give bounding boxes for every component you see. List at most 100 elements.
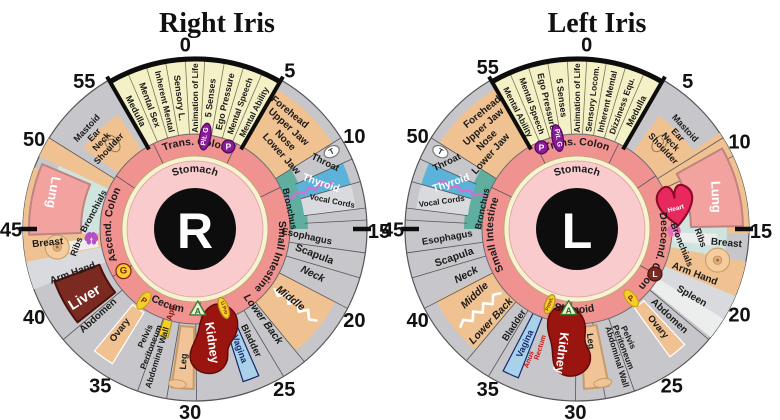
svg-text:Pit. G: Pit. G	[553, 128, 563, 148]
zone-divider	[419, 158, 477, 185]
ring-divider	[491, 186, 512, 198]
zone-divider	[406, 207, 468, 216]
pineal-badge: P	[534, 140, 549, 155]
pupil-letter: R	[177, 203, 213, 259]
zone-divider	[466, 301, 517, 362]
thyroid-badge: T	[432, 144, 449, 159]
label-5-senses: 5 Senses	[203, 78, 218, 118]
label-heart: Heart	[667, 203, 686, 214]
zone-divider	[304, 219, 367, 224]
zone-divider	[406, 241, 483, 254]
pituitary-badge: Pit. G	[551, 124, 565, 152]
mental-divider	[509, 72, 540, 142]
svg-text:P: P	[226, 141, 232, 151]
clock-number-10: 10	[728, 132, 750, 154]
ear-icon	[651, 134, 668, 153]
label-leg: Leg	[178, 353, 189, 370]
svg-text:P: P	[139, 295, 149, 306]
gallbladder-badge: G	[115, 263, 132, 280]
mental-divider	[211, 61, 225, 136]
pupil	[536, 188, 618, 270]
clock-number-45: 45	[0, 220, 22, 242]
svg-text:L: L	[652, 269, 657, 279]
foot-shape	[593, 377, 613, 388]
thyroid-badge: T	[323, 144, 340, 159]
svg-text:Pit. G: Pit. G	[200, 126, 210, 146]
clock-number-15: 15	[750, 221, 772, 243]
clock-number-55: 55	[73, 71, 95, 93]
zone-divider	[649, 289, 710, 340]
breast-icon	[705, 247, 731, 273]
zone-divider	[279, 272, 348, 309]
butterfly-bronchial-icon	[84, 231, 99, 245]
liver-shape	[53, 263, 117, 324]
kidney-shape	[546, 305, 592, 377]
clock-number-30: 30	[179, 402, 201, 420]
zone-sector	[26, 247, 107, 290]
clock-number-0: 0	[180, 34, 191, 56]
zone-divider	[243, 310, 284, 377]
breast-icon	[44, 234, 70, 260]
foot-shape	[167, 379, 187, 389]
zone-divider	[657, 137, 724, 179]
ring-divider	[608, 143, 620, 164]
prostate-badge: Prost.	[543, 294, 556, 315]
label-kidney: Kidney	[202, 321, 222, 364]
svg-text:Prost.: Prost.	[544, 296, 555, 312]
zone-sector	[658, 266, 736, 319]
ring-divider	[152, 143, 164, 164]
pupil	[154, 188, 236, 270]
clock-number-10: 10	[343, 126, 365, 148]
label-leg: Leg	[585, 333, 597, 350]
leg-shape	[170, 324, 196, 390]
ring-divider	[637, 175, 656, 189]
ear-icon	[104, 134, 121, 153]
mental-zone-boundary	[621, 75, 667, 151]
zone-divider	[275, 137, 342, 179]
adrenal-badge: A	[189, 300, 207, 316]
clock-number-15: 15	[368, 221, 390, 243]
pancreas-badge: P	[136, 291, 152, 310]
label-lung: Lung	[43, 176, 63, 210]
ring-label-stomach: Stomach	[170, 163, 219, 179]
label-kidney: Kidney	[552, 332, 571, 375]
zone-sector	[674, 232, 717, 247]
ring-divider	[260, 186, 281, 198]
clock-number-5: 5	[682, 71, 693, 93]
clock-number-0: 0	[581, 34, 592, 56]
mental-divider	[232, 72, 263, 142]
zone-sector	[39, 137, 115, 189]
clock-number-55: 55	[477, 57, 499, 79]
mental-divider	[127, 72, 158, 142]
zone-divider	[62, 289, 123, 340]
mental-zone-boundary	[239, 75, 285, 151]
zone-divider	[300, 181, 361, 200]
clock-number-50: 50	[407, 126, 429, 148]
clock-number-20: 20	[343, 310, 365, 332]
spine-line	[273, 287, 318, 322]
clock-number-25: 25	[273, 379, 295, 401]
clock-number-45: 45	[382, 220, 404, 242]
zone-divider	[289, 241, 366, 254]
zone-sector	[492, 58, 662, 147]
zone-divider	[255, 302, 305, 362]
urethra-prostate-badge: U Pro	[217, 296, 230, 319]
left-iris-title: Left Iris	[547, 8, 647, 39]
mental-divider	[200, 59, 206, 135]
mental-divider	[547, 61, 561, 136]
clock-number-30: 30	[564, 402, 586, 420]
clock-number-5: 5	[284, 60, 295, 82]
svg-text:P: P	[539, 142, 545, 152]
label-breast: Breast	[710, 237, 743, 251]
spine-line	[459, 291, 502, 329]
clock-number-40: 40	[23, 307, 45, 329]
clock-number-20: 20	[728, 304, 750, 326]
zone-sector	[275, 169, 308, 229]
lung-shape	[28, 163, 92, 236]
clock-number-25: 25	[661, 376, 683, 398]
clock-number-50: 50	[23, 129, 45, 151]
zone-sector	[295, 163, 351, 199]
zone-sector	[633, 299, 686, 358]
svg-text:T: T	[436, 147, 445, 157]
